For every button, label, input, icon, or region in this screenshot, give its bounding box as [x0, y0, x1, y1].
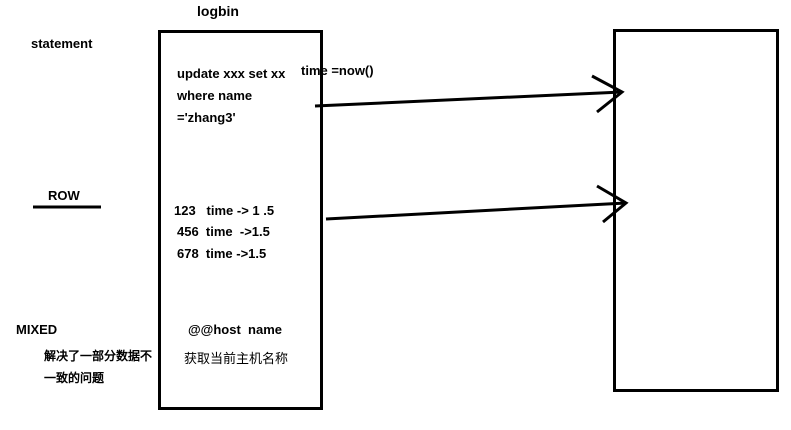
target-box	[613, 29, 779, 392]
mixed-host-description: 获取当前主机名称	[184, 352, 289, 367]
statement-sql-line-2: where name	[177, 88, 253, 103]
statement-sql-line-3: ='zhang3'	[177, 110, 236, 125]
mode-label-mixed: MIXED	[16, 322, 58, 337]
mode-label-statement: statement	[31, 36, 93, 51]
mixed-note-line-2: 一致的问题	[44, 371, 105, 385]
mode-label-row: ROW	[48, 188, 80, 203]
row-arrow	[325, 184, 629, 224]
statement-sql-line-1-suffix: time =now()	[301, 63, 374, 78]
row-line-1: 123 time -> 1 .5	[174, 203, 275, 218]
mixed-host-variable: @@host name	[188, 322, 282, 337]
row-line-3: 678 time ->1.5	[177, 246, 267, 261]
statement-arrow	[314, 74, 625, 114]
mixed-note-line-1: 解决了一部分数据不	[44, 349, 153, 363]
statement-sql-line-1: update xxx set xx	[177, 66, 286, 81]
diagram-title: logbin	[197, 3, 239, 19]
logbin-box	[158, 30, 323, 410]
row-line-2: 456 time ->1.5	[177, 224, 270, 239]
